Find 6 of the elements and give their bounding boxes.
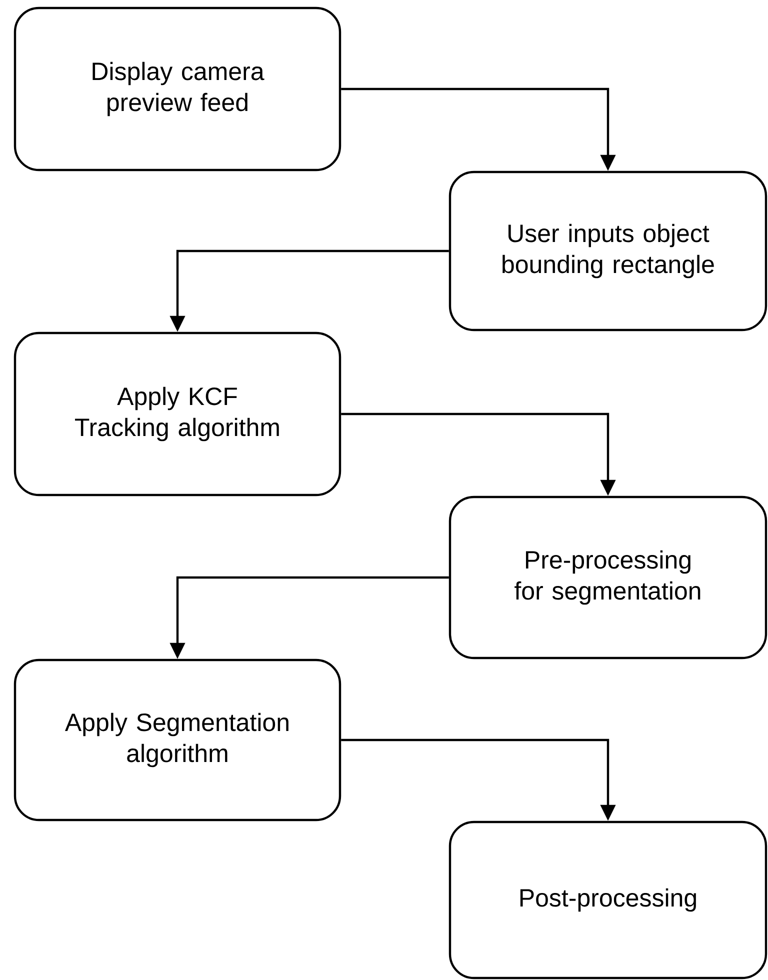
process-box: Apply Segmentation algorithm <box>14 658 342 822</box>
process-box: Apply KCF Tracking algorithm <box>14 332 342 496</box>
process-box: Display camera preview feed <box>14 6 342 172</box>
process-box: Post-processing <box>448 820 768 980</box>
process-box: User inputs object bounding rectangle <box>448 170 768 332</box>
process-box: Pre-processing for segmentation <box>448 496 768 660</box>
